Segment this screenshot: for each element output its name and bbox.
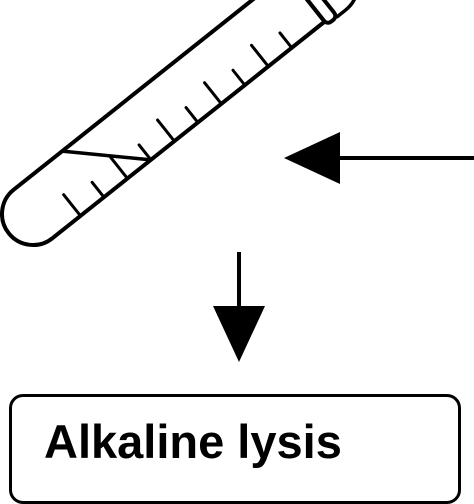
tube-rim-lip — [291, 0, 361, 19]
graduation-mark — [90, 180, 106, 199]
graduation-mark — [156, 118, 176, 143]
arrow-left-icon — [284, 132, 474, 184]
arrow-left-head — [284, 132, 340, 184]
liquid-level-line — [60, 149, 153, 162]
arrow-down-head — [213, 306, 265, 362]
graduation-marks — [62, 31, 294, 218]
graduation-mark — [203, 81, 223, 106]
tube-body — [0, 0, 327, 247]
diagram-graphics — [0, 0, 474, 362]
graduation-mark — [231, 68, 247, 87]
process-step-label: Alkaline lysis — [44, 415, 342, 468]
arrow-down-icon — [213, 252, 265, 362]
graduation-mark — [184, 106, 200, 124]
graduation-mark — [62, 193, 82, 218]
graduation-mark — [249, 43, 270, 68]
graduation-mark — [137, 143, 153, 162]
graduation-mark — [109, 155, 129, 180]
test-tube-icon — [0, 0, 361, 247]
graduation-mark — [278, 31, 294, 50]
tube-rim — [283, 0, 338, 25]
